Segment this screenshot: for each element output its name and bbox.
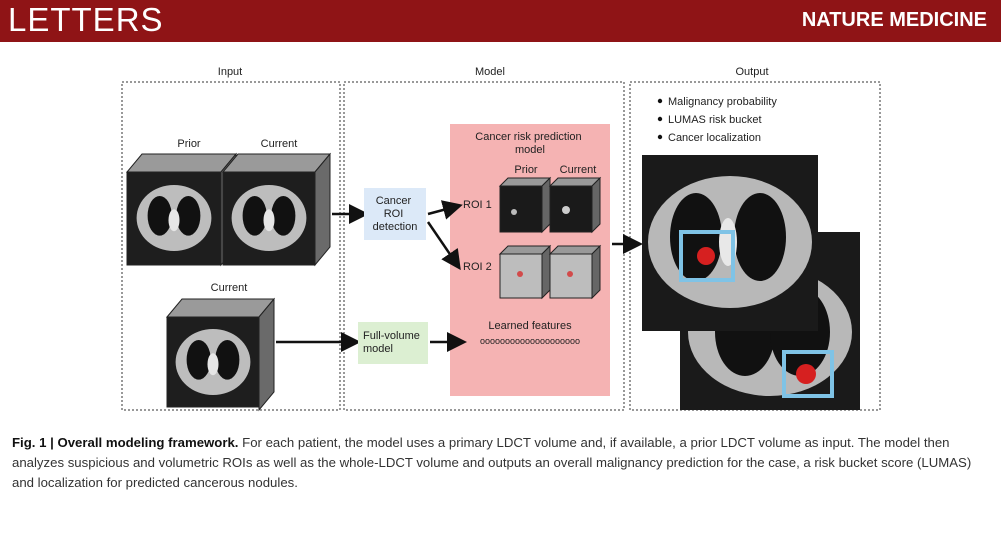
figure-caption: Fig. 1 | Overall modeling framework. For… xyxy=(12,433,987,493)
learned-features-label: Learned features xyxy=(488,320,572,332)
prior-ct-volume xyxy=(125,152,238,267)
roi-detection-box xyxy=(364,188,426,240)
caption-label: Fig. 1 | Overall modeling framework. xyxy=(12,435,239,450)
journal-header: LETTERS NATURE MEDICINE xyxy=(0,0,1001,42)
feature-vector: oooooooooooooooooooo xyxy=(480,336,580,346)
current-label: Current xyxy=(261,138,298,150)
risk-box-title: Cancer risk prediction model xyxy=(475,131,584,156)
section-title: LETTERS xyxy=(8,1,164,38)
caption-text: For each patient, the model uses a prima… xyxy=(12,435,972,490)
panel-input xyxy=(121,81,341,411)
panel-label-model: Model xyxy=(475,66,505,78)
current-label-2: Current xyxy=(211,282,248,294)
output-item: Malignancy probability xyxy=(668,96,777,108)
full-volume-model-box xyxy=(358,322,428,364)
roi-current-label: Current xyxy=(560,164,597,176)
output-item: LUMAS risk bucket xyxy=(668,114,762,126)
arrow-to-roi2 xyxy=(426,221,461,271)
current-ct-volume-2 xyxy=(165,297,276,412)
output-item: Cancer localization xyxy=(668,132,761,144)
panel-label-input: Input xyxy=(218,66,242,78)
current-ct-volume xyxy=(221,152,332,267)
arrow-to-roi1 xyxy=(427,200,463,220)
roi-prior-label: Prior xyxy=(514,164,538,176)
figure-diagram: Input Model Output Prior Current Current… xyxy=(0,42,1001,422)
roi2-prior-patch xyxy=(498,244,552,300)
roi1-prior-patch xyxy=(498,176,552,234)
panel-label-output: Output xyxy=(735,66,768,78)
roi2-label: ROI 2 xyxy=(463,261,492,273)
roi1-current-patch xyxy=(548,176,602,234)
roi1-label: ROI 1 xyxy=(463,199,492,211)
roi2-current-patch xyxy=(548,244,602,300)
output-ct-slice-front xyxy=(642,155,818,331)
roi-detection-label: Cancer ROI detection xyxy=(373,195,418,233)
journal-name: NATURE MEDICINE xyxy=(801,9,987,31)
prior-label: Prior xyxy=(177,138,201,150)
output-list: Malignancy probability LUMAS risk bucket… xyxy=(657,96,777,144)
full-volume-label: Full-volume model xyxy=(363,330,423,355)
